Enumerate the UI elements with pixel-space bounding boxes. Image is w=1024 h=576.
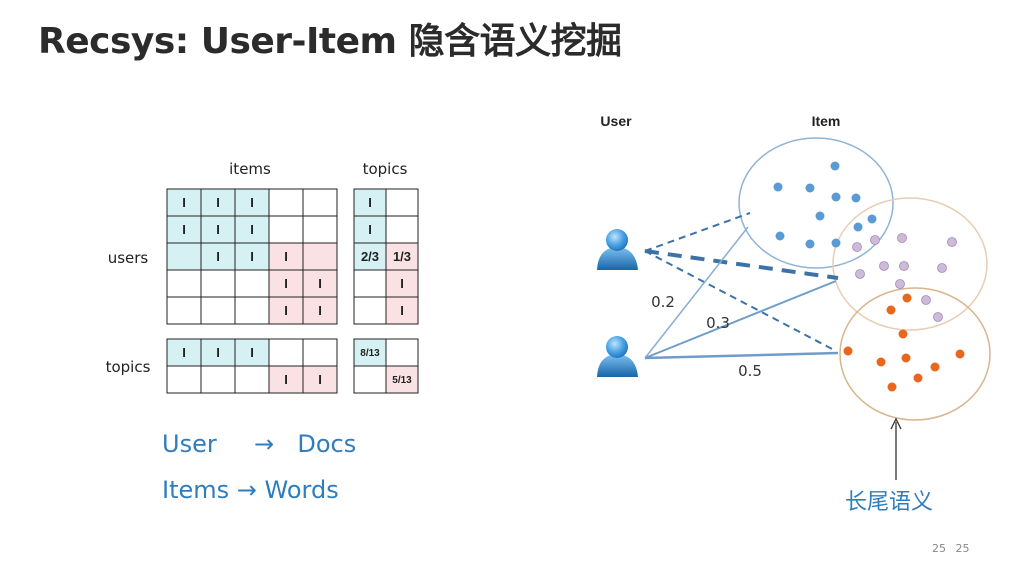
matrix-cell-value: I [250,195,254,210]
edge-dashed [644,212,751,252]
matrix-cell-value: I [400,303,404,318]
blue-item-dots [773,161,877,249]
matrix-cell-value: I [318,303,322,318]
topics-topics-matrix [353,338,419,394]
matrix-cell-value: I [368,195,372,210]
user-icon [597,336,638,377]
topics-row-label: topics [106,358,151,376]
item-cluster-orange [839,287,991,421]
topics-items-matrix [166,338,338,394]
edge-weight-0-5 [644,351,839,360]
edge-weight-0-3 [644,280,837,359]
users-row-label: users [108,249,149,267]
matrix-cell-value: 1/3 [393,249,411,264]
slide-title: Recsys: User-Item 隐含语义挖掘 [38,21,622,62]
diagram-user-header: User [600,113,632,129]
mapping-items-words: Items → Words [162,476,339,504]
mapping-right: Words [264,476,339,504]
item-cluster-lilac [832,197,988,331]
slide-number: 25 25 [932,542,970,555]
matrix-cell-value: I [400,276,404,291]
matrix-cell-value: I [368,222,372,237]
matrix-cell-value: I [182,222,186,237]
weight-label: 0.2 [651,293,675,311]
edge-dashed-strong [644,249,839,280]
lilac-item-dots [852,233,957,322]
long-tail-label: 长尾语义 [845,490,934,515]
matrix-cell-value: I [182,345,186,360]
long-tail-arrow [890,417,902,480]
matrix-cell-value: I [318,372,322,387]
mapping-user-docs: User → Docs [162,430,356,458]
mapping-left: Items [162,476,230,504]
users-items-matrix [166,188,338,325]
matrix-cell-value: I [284,303,288,318]
matrix-cell-value: 2/3 [361,249,379,264]
items-header: items [229,160,271,178]
mapping-left: User [162,430,217,458]
mapping-right: Docs [297,430,357,458]
matrix-cell-value: I [284,372,288,387]
matrix-cell-value: I [284,249,288,264]
matrix-cell-value: I [216,249,220,264]
arrow-icon: → [253,430,275,458]
diagram-item-header: Item [812,113,841,129]
item-cluster-blue [738,137,894,269]
matrix-cell-value: I [284,276,288,291]
users-topics-matrix [353,188,419,325]
arrow-icon: → [236,476,257,504]
weight-label: 0.5 [738,362,762,380]
matrix-cell-value: I [182,195,186,210]
matrix-cell-value: 5/13 [392,375,412,386]
user-icon [597,229,638,270]
matrix-cell-value: I [250,222,254,237]
matrix-cell-value: I [250,345,254,360]
matrix-cell-value: I [216,195,220,210]
matrix-cell-value: I [216,222,220,237]
topics-header: topics [363,160,408,178]
matrix-cell-value: I [318,276,322,291]
weight-label: 0.3 [706,314,730,332]
edge-weight-0-2 [644,226,749,359]
matrix-cell-value: 8/13 [360,348,380,359]
matrix-cell-value: I [216,345,220,360]
orange-item-dots [843,293,965,392]
matrix-cell-value: I [250,249,254,264]
